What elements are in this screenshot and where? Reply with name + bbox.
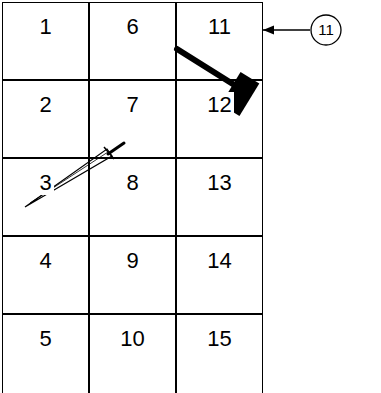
grid-cell: 9 [89, 236, 176, 314]
grid-cell: 15 [176, 314, 263, 393]
cell-number: 5 [37, 326, 53, 351]
cell-number: 8 [124, 170, 140, 195]
grid-cell: 2 [2, 80, 89, 158]
cell-number: 6 [124, 14, 140, 39]
cell-number: 2 [37, 92, 53, 117]
grid-cell: 4 [2, 236, 89, 314]
grid-cell: 12 [176, 80, 263, 158]
cell-number: 10 [118, 326, 146, 351]
leader-arrow [263, 26, 310, 35]
cell-number: 1 [37, 14, 53, 39]
grid-cell: 7 [89, 80, 176, 158]
grid-cell: 11 [176, 2, 263, 80]
knife-illustration [25, 143, 124, 207]
grid-cell: 1 [2, 2, 89, 80]
callout-circle: 11 [310, 14, 342, 46]
grid-cell: 6 [89, 2, 176, 80]
cell-number: 15 [205, 326, 233, 351]
grid-cell: 13 [176, 158, 263, 236]
callout-number: 11 [316, 22, 336, 39]
grid-cell: 14 [176, 236, 263, 314]
cell-number: 13 [205, 170, 233, 195]
grid-cell: 8 [89, 158, 176, 236]
grid-cell: 5 [2, 314, 89, 393]
cell-number: 4 [37, 248, 53, 273]
cell-number: 14 [205, 248, 233, 273]
cell-number: 12 [205, 92, 233, 117]
grid-cell: 3 [2, 158, 89, 236]
cell-number: 9 [124, 248, 140, 273]
cell-number: 11 [206, 14, 233, 39]
cell-number: 3 [37, 170, 53, 195]
cell-number: 7 [124, 92, 140, 117]
grid-cell: 10 [89, 314, 176, 393]
